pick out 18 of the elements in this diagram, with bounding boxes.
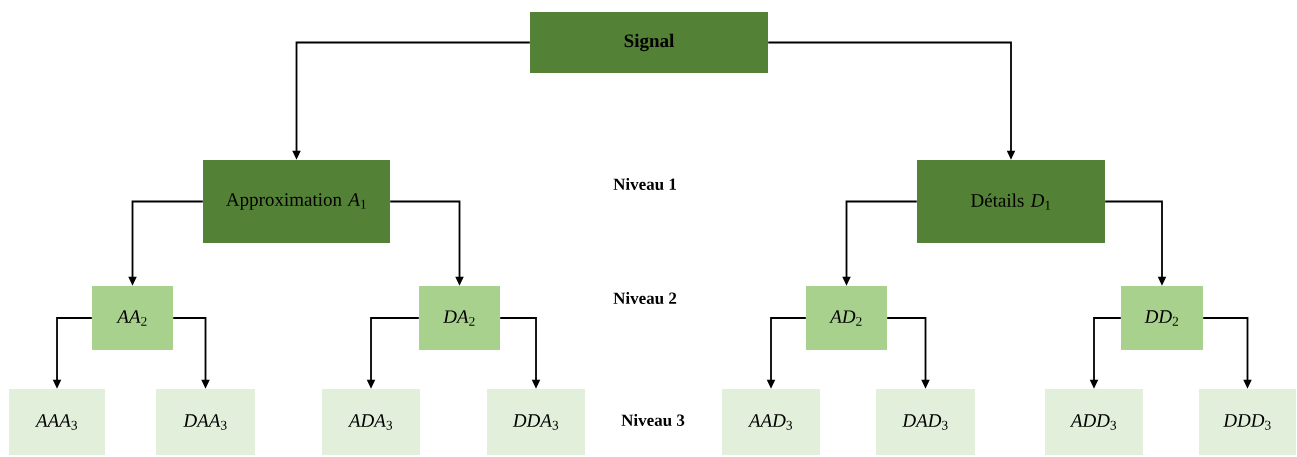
process-box: DA$_{2}$ [419,286,500,350]
level-label: Niveau 2 [613,292,677,304]
process-box: ADD$_{3}$ [1045,389,1143,455]
process-box: ADA$_{3}$ [322,389,420,455]
process-box: Approximation A$_{1}$ [203,160,390,243]
level-label: Niveau 1 [613,178,676,190]
process-box: DAA$_{3}$ [156,389,255,455]
process-box: AAA$_{3}$ [9,389,105,455]
process-box: Signal [530,12,768,73]
process-box: Détails D$_{1}$ [917,160,1105,243]
process-box: DAD$_{3}$ [876,389,975,455]
process-box: DDA$_{3}$ [487,389,585,455]
level-label: Niveau 3 [621,414,685,426]
process-box: AA$_{2}$ [92,286,173,350]
process-box: AD$_{2}$ [806,286,887,350]
process-box: AAD$_{3}$ [722,389,820,455]
process-box: DDD$_{3}$ [1199,389,1296,455]
process-box: DD$_{2}$ [1121,286,1203,350]
